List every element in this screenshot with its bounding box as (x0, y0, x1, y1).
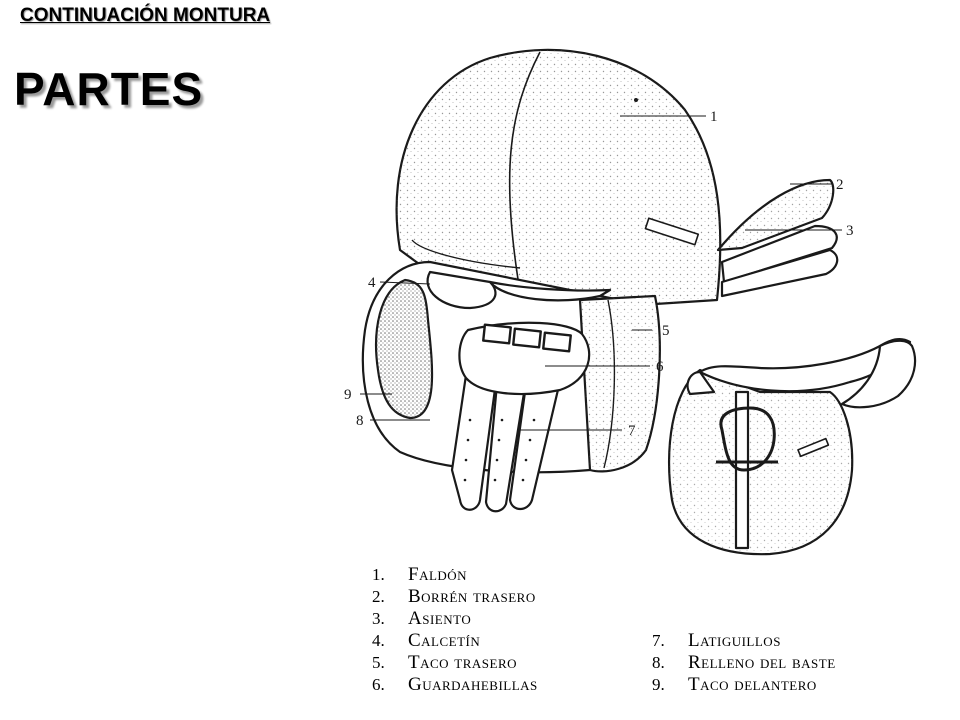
callout-1: 1 (710, 109, 718, 125)
cantle-stipple (718, 180, 834, 250)
legend-item: 5.Taco trasero (372, 652, 518, 673)
subtitle: CONTINUACIÓN MONTURA (20, 5, 271, 26)
tree-point (488, 280, 612, 302)
callout-9: 9 (344, 387, 352, 403)
seat-slot (644, 217, 700, 246)
girth-strap-3 (508, 354, 567, 511)
legend-item: 8.Relleno del baste (652, 652, 836, 673)
callout-5: 5 (662, 323, 670, 339)
legend-item: 2.Borrén trasero (372, 586, 536, 607)
saddle-side-view (667, 337, 917, 556)
legend-item: 4.Calcetín (372, 630, 481, 651)
side-cantle (840, 339, 917, 409)
callout-lines (360, 115, 842, 431)
legend-item: 9.Taco delantero (652, 674, 817, 695)
seat-seam (508, 51, 541, 293)
legend-right: 7.Latiguillos 8.Relleno del baste 9.Taco… (652, 630, 836, 696)
seat-seam-left (411, 239, 521, 269)
callout-3: 3 (846, 223, 854, 239)
callout-8: 8 (356, 413, 364, 429)
rear-panel-stipple (580, 296, 660, 472)
legend-left: 1.Faldón 2.Borrén trasero 3.Asiento 4.Ca… (372, 564, 538, 696)
stirrup-iron (719, 406, 776, 472)
legend-item: 1.Faldón (372, 564, 468, 585)
callout-7: 7 (628, 423, 636, 439)
point-pocket (426, 270, 497, 310)
seat-edge (720, 224, 838, 284)
callout-6: 6 (656, 359, 664, 375)
legend-item: 7.Latiguillos (652, 630, 781, 651)
seat-panel-stipple (396, 49, 721, 305)
page-title: PARTES (14, 63, 204, 115)
side-pommel (686, 370, 716, 396)
callout-labels: 1 2 3 4 5 6 7 9 8 (344, 109, 854, 439)
callout-2: 2 (836, 177, 844, 193)
legend-item: 6.Guardahebillas (372, 674, 538, 695)
callout-4: 4 (368, 275, 376, 291)
knee-roll-stipple (376, 280, 433, 418)
seat-mark (634, 98, 638, 102)
buckles (482, 323, 572, 353)
side-seat (698, 337, 912, 393)
strap-holes (463, 418, 536, 482)
side-slot (797, 437, 830, 458)
seat-edge-lower (720, 248, 839, 298)
legend-item: 3.Asiento (372, 608, 472, 629)
